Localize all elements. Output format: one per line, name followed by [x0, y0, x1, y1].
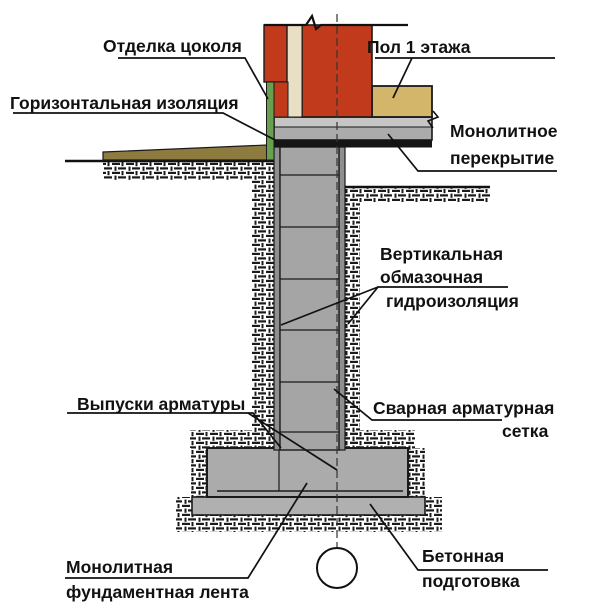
label-plinth-finish: Отделка цоколя	[103, 36, 242, 56]
plinth-finish-strip	[266, 81, 275, 161]
blind-area	[102, 144, 268, 161]
brick-plinth-course	[273, 81, 289, 118]
ground-hatch-right-wall-side	[344, 202, 360, 448]
foundation-wall	[279, 146, 340, 451]
first-floor-slab	[371, 85, 433, 118]
leader-horizontal-insulation	[13, 112, 278, 142]
label-monolithic-slab-line1: Монолитное	[450, 121, 558, 141]
footing-strip	[206, 447, 409, 498]
horizontal-waterproofing-strip	[274, 140, 432, 148]
concrete-preparation	[191, 496, 426, 516]
label-vertical-wp-line3: гидроизоляция	[386, 291, 519, 311]
leader-monolithic-slab	[387, 133, 557, 172]
label-vertical-wp-line1: Вертикальная	[380, 244, 503, 264]
label-horizontal-insulation: Горизонтальная изоляция	[10, 93, 239, 113]
label-monolithic-slab-line2: перекрытие	[450, 148, 554, 168]
waterproofing-coating-left	[273, 146, 281, 451]
label-concrete-prep-line2: подготовка	[422, 571, 520, 591]
ground-hatch-prep-right	[425, 497, 442, 515]
leader-vertical-wp-left	[280, 286, 379, 326]
label-strip-foundation-line2: фундаментная лента	[66, 582, 249, 602]
leader-welded-mesh	[333, 388, 502, 421]
wall-insulation-layer	[286, 24, 303, 118]
label-strip-foundation-line1: Монолитная	[66, 557, 173, 577]
ground-hatch	[103, 162, 490, 532]
labels: Отделка цоколя Горизонтальная изоляция П…	[10, 36, 558, 602]
leader-lines	[13, 57, 557, 579]
ground-hatch-prep-left	[176, 497, 192, 515]
ground-hatch-left-wall-side	[252, 180, 274, 448]
ground-hatch-footing-left	[191, 448, 207, 497]
leader-concrete-prep	[369, 503, 548, 571]
ground-hatch-footing-right	[408, 448, 425, 497]
axis-circle	[316, 547, 358, 589]
ground-hatch-bottom	[176, 515, 442, 532]
label-welded-mesh-line1: Сварная арматурная	[373, 398, 554, 418]
slab-top-layer	[275, 118, 431, 127]
ground-hatch-footing-top-left	[190, 430, 274, 448]
ground-hatch-footing-top-right	[344, 430, 415, 448]
ground-hatch-right-surface	[344, 188, 490, 202]
label-vertical-wp-line2: обмазочная	[380, 267, 483, 287]
label-concrete-prep-line1: Бетонная	[422, 546, 504, 566]
label-welded-mesh-line2: сетка	[502, 421, 549, 441]
waterproofing-coating-right	[338, 146, 346, 451]
leader-plinth-finish	[118, 57, 269, 100]
leader-first-floor-arrow	[392, 57, 413, 99]
label-first-floor: Пол 1 этажа	[367, 37, 471, 57]
leader-rebar-outlets-1	[67, 412, 282, 449]
slab-edge-break	[426, 110, 440, 129]
wall-top-break-line	[264, 13, 408, 31]
label-rebar-outlets: Выпуски арматуры	[77, 394, 245, 414]
wall-joint-lines	[280, 174, 339, 433]
brick-wall-outer-leaf	[263, 24, 288, 83]
leader-rebar-outlets-2	[247, 412, 338, 471]
ground-hatch-left-surface	[103, 162, 274, 180]
leader-strip-foundation	[65, 482, 308, 579]
